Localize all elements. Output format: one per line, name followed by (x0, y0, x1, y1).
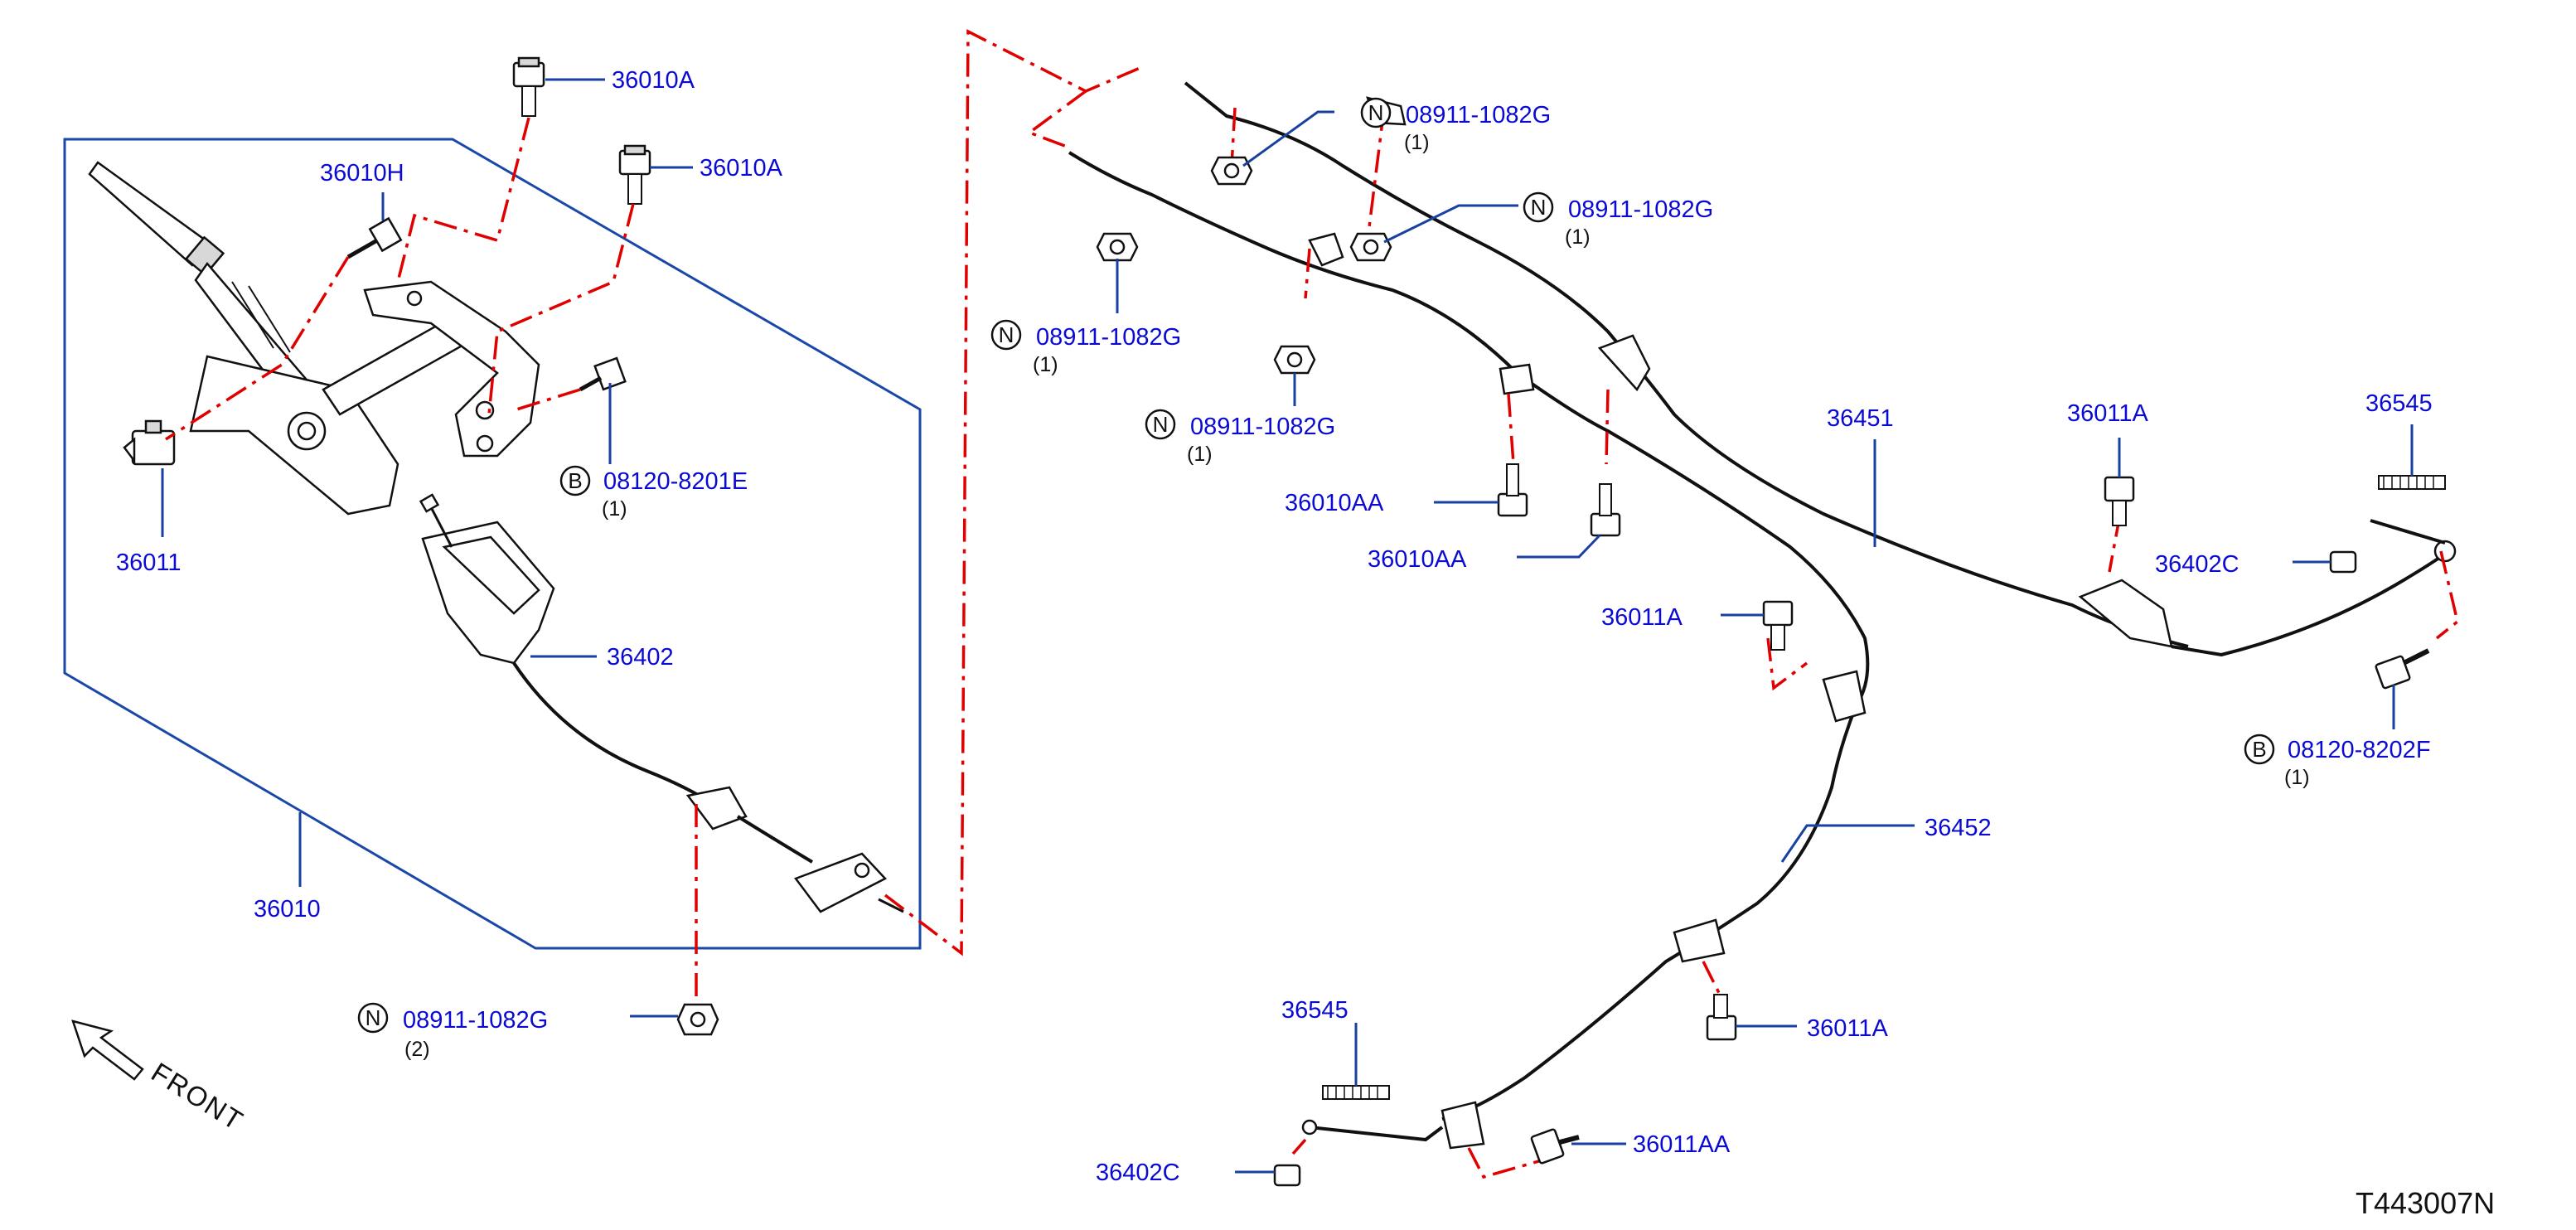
label-08911-top-right: 08911-1082G (1406, 102, 1551, 128)
nut-letter: N (999, 322, 1014, 347)
label-36010A-lower: 36010A (700, 155, 783, 182)
label-36011AA: 36011AA (1633, 1131, 1731, 1158)
parking-brake-lever-icon (88, 161, 540, 516)
spring-36545-right-icon (2378, 475, 2446, 490)
bolt-36010AA-lower-icon (1590, 483, 1621, 537)
nut-08911-d-icon (1273, 345, 1316, 375)
bolt-36011A-lower-icon (1706, 994, 1737, 1041)
qty-08120-8201E: (1) (602, 497, 627, 521)
front-direction-arrow-icon (71, 1019, 144, 1081)
nut-letter: N (1531, 195, 1547, 220)
qty-08911-bottom: (2) (404, 1038, 430, 1061)
spring-36545-left-icon (1322, 1085, 1390, 1100)
label-36010: 36010 (254, 896, 321, 922)
label-36010A-upper: 36010A (612, 67, 695, 94)
bolt-36011A-mid-icon (1762, 600, 1794, 651)
label-36402C-right: 36402C (2155, 551, 2239, 578)
qty-08911-top-right: (1) (1404, 131, 1430, 154)
assembly-36010-outline (63, 138, 922, 950)
label-08911-lower: 08911-1082G (1190, 414, 1335, 440)
label-36402: 36402 (607, 644, 674, 671)
bolt-letter: B (568, 468, 582, 493)
nut-08911-c-icon (1096, 232, 1139, 262)
label-36011: 36011 (116, 550, 182, 576)
nut-callout-circle (1360, 97, 1392, 128)
label-08120-8202F: 08120-8202F (2288, 737, 2431, 763)
front-label: FRONT (146, 1057, 249, 1137)
label-36452: 36452 (1925, 815, 1992, 841)
bolt-36010AA-upper-icon (1497, 463, 1528, 517)
nut-callout-circle (990, 319, 1022, 351)
qty-08911-mid-right: (1) (1565, 225, 1591, 249)
bolt-36010H-icon (346, 216, 403, 259)
ref-line-right (1230, 107, 2459, 1179)
bolt-36011A-right-icon (2104, 476, 2135, 526)
qty-08911-lower: (1) (1187, 443, 1213, 466)
front-cable-36402-icon (419, 493, 904, 913)
nut-callout-circle (357, 1002, 389, 1034)
bolt-callout-circle (559, 465, 591, 496)
ref-line-top (1026, 90, 1087, 149)
rear-cable-36451-icon (1068, 81, 2457, 706)
label-36010AA-lower: 36010AA (1368, 546, 1467, 573)
bolt-letter: B (2252, 737, 2266, 762)
label-08120-8201E: 08120-8201E (603, 468, 748, 495)
nut-callout-circle (1145, 409, 1176, 440)
ref-line-box (165, 117, 635, 441)
label-36402C-left: 36402C (1096, 1160, 1180, 1186)
nut-08911-b-icon (1349, 232, 1392, 262)
label-36451: 36451 (1827, 405, 1894, 432)
label-08911-left: 08911-1082G (1036, 324, 1181, 351)
label-36011A-right: 36011A (2067, 400, 2148, 427)
bolt-08120-8201E-icon (579, 356, 627, 392)
brake-switch-36011-icon (123, 419, 176, 466)
bolt-36011AA-icon (1530, 1128, 1580, 1165)
rear-cable-36452-icon (1301, 670, 1867, 1150)
cap-36402C-right-icon (2329, 550, 2357, 574)
diagram-code: T443007N (2356, 1186, 2495, 1220)
nut-08911-a-icon (1210, 156, 1253, 186)
cap-36402C-left-icon (1273, 1164, 1301, 1187)
label-36545-right: 36545 (2365, 390, 2433, 417)
nut-08911-bottom-icon (676, 1003, 719, 1036)
qty-08120-8202F: (1) (2284, 766, 2310, 789)
nut-letter: N (366, 1005, 381, 1030)
label-36010AA-upper: 36010AA (1285, 490, 1384, 516)
label-36011A-mid: 36011A (1601, 604, 1683, 631)
label-36545-left: 36545 (1281, 997, 1349, 1024)
bolt-36010A-lower-icon (618, 144, 651, 205)
label-08911-mid-right: 08911-1082G (1568, 196, 1713, 223)
nut-letter: N (1368, 100, 1384, 125)
label-36010H: 36010H (320, 160, 404, 186)
ref-line-box-right (884, 29, 1145, 956)
qty-08911-left: (1) (1033, 353, 1058, 376)
nut-callout-circle (1523, 191, 1554, 223)
bolt-08120-8202F-icon (2375, 648, 2430, 690)
bolt-36010A-upper-icon (512, 56, 545, 117)
label-08911-bottom: 08911-1082G (403, 1007, 548, 1034)
label-36011A-lower: 36011A (1807, 1015, 1888, 1042)
leader-lines (161, 78, 2414, 1174)
bolt-callout-circle (2244, 734, 2275, 765)
nut-letter: N (1153, 412, 1169, 437)
